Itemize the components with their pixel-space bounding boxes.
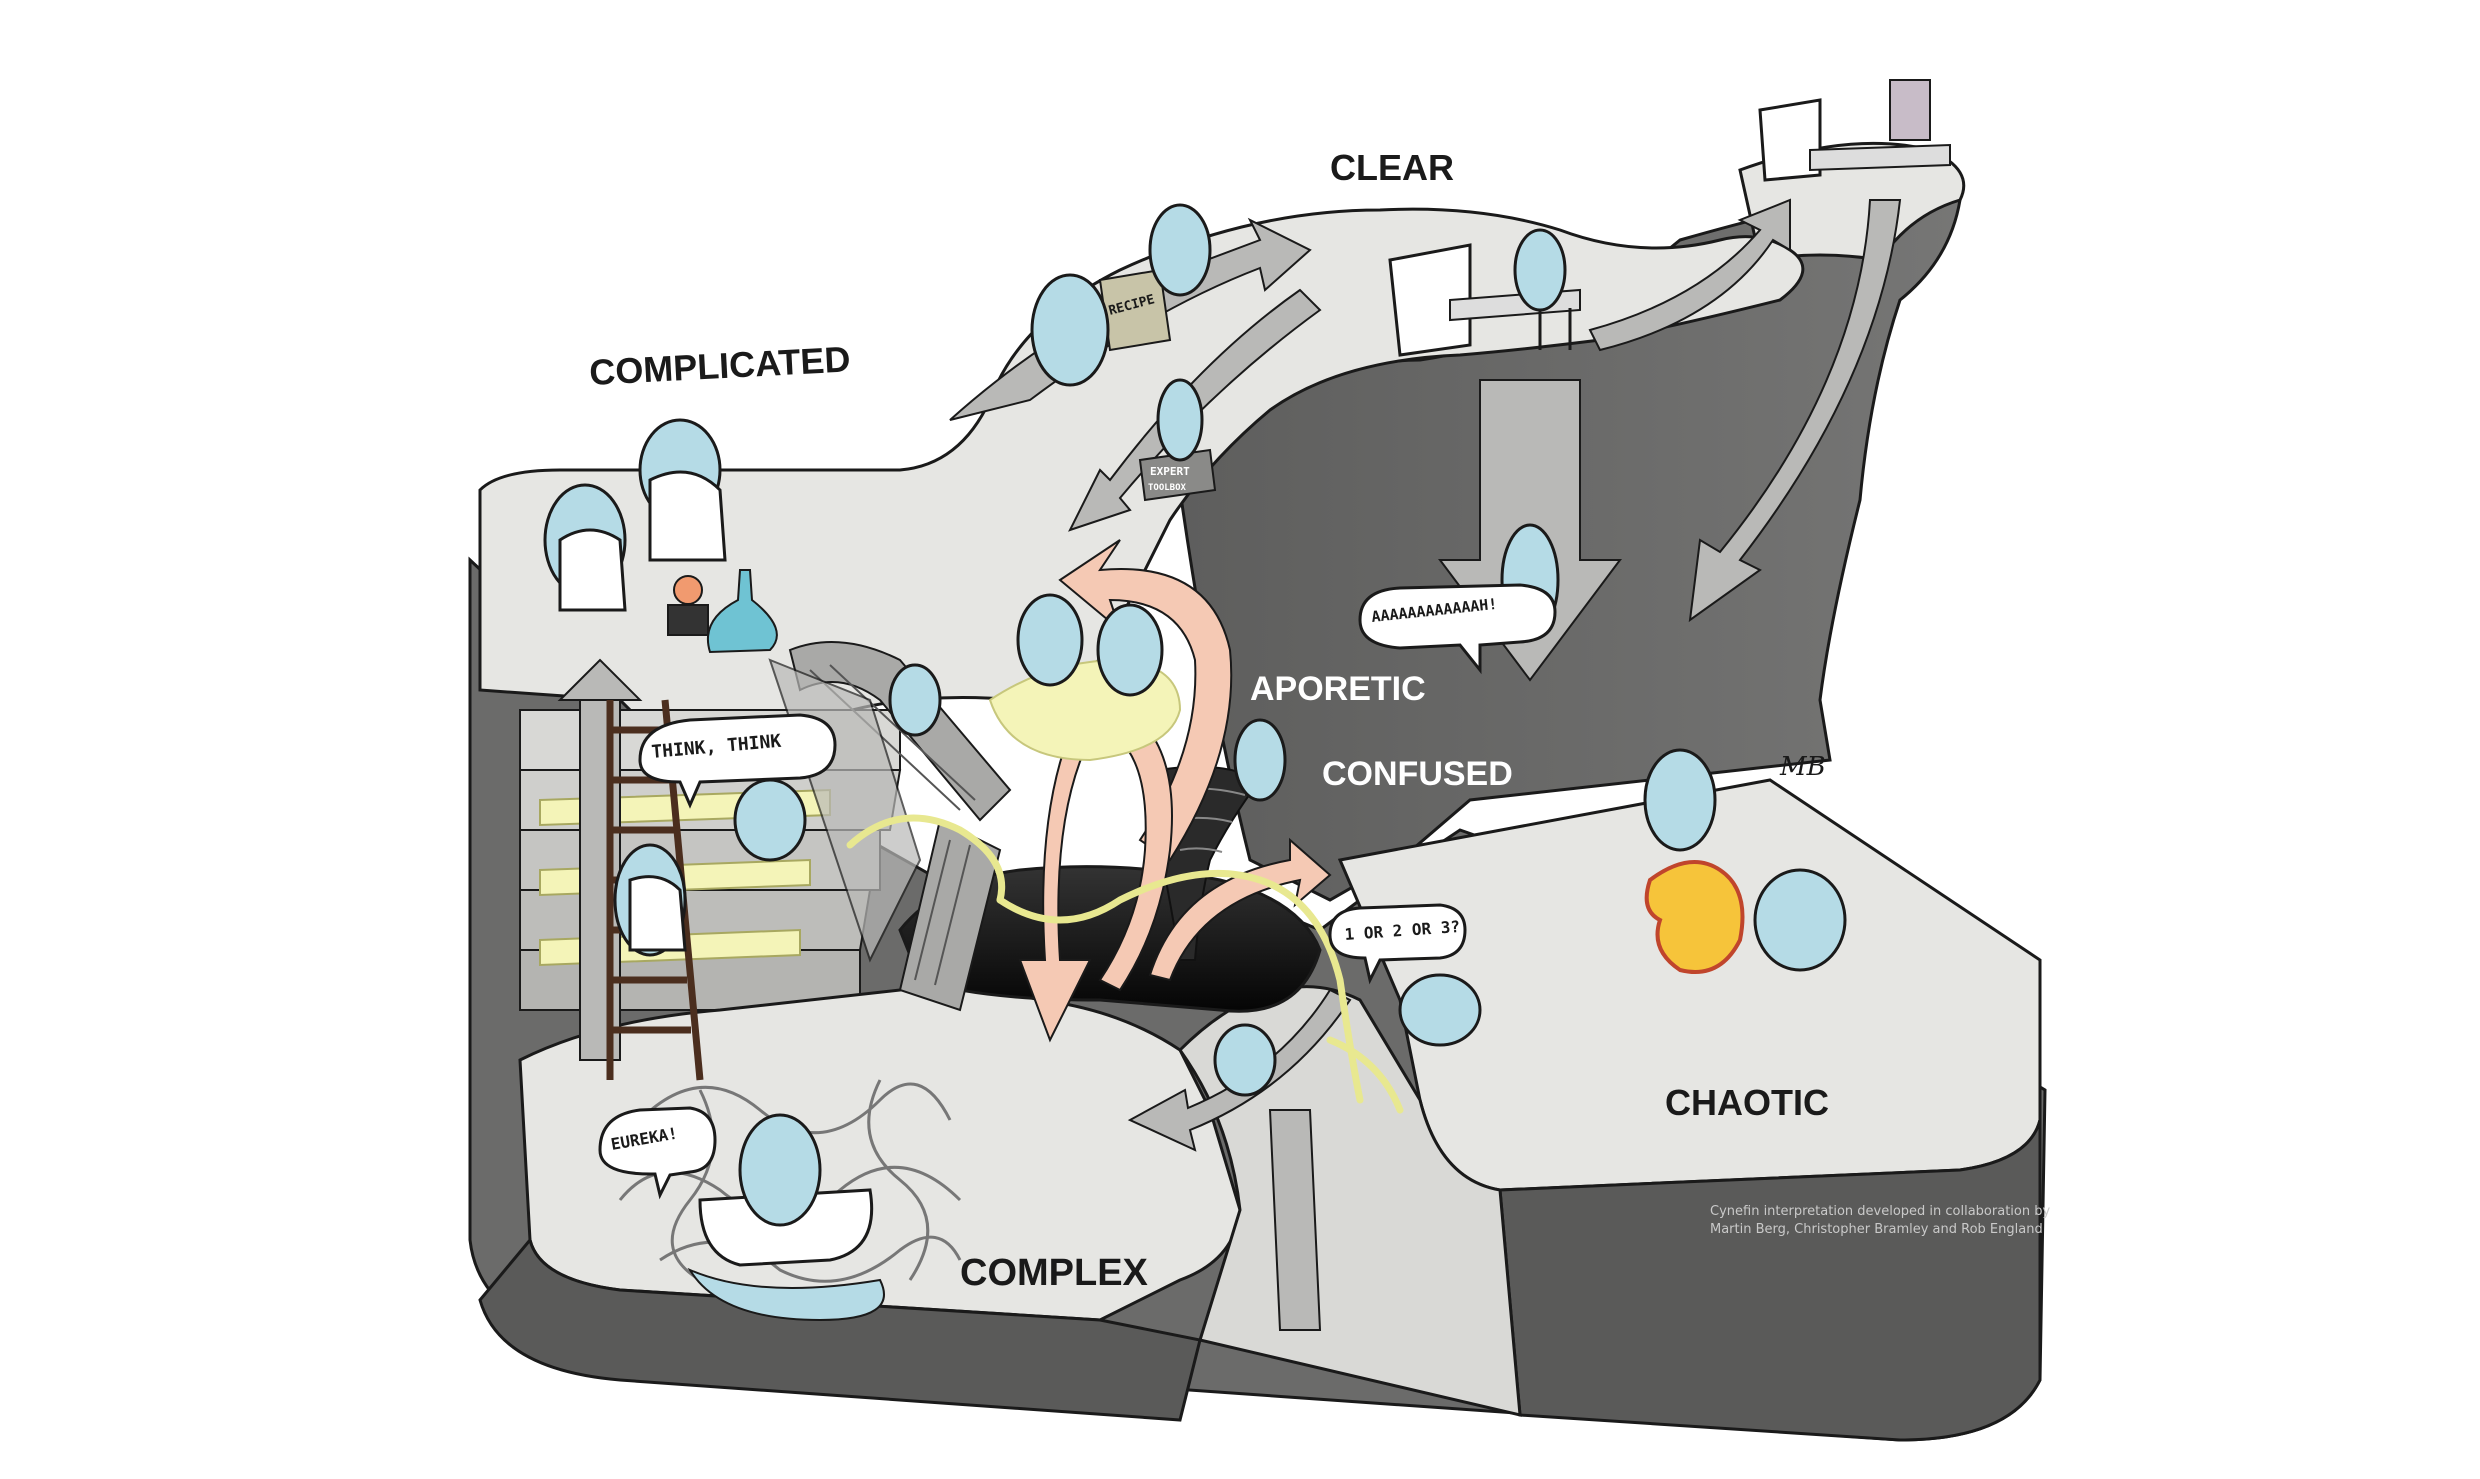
speech-bubbles (598, 583, 1557, 1200)
creature-chef (1030, 273, 1110, 387)
label-chaotic: CHAOTIC (1665, 1082, 1829, 1123)
fire-burst (1644, 860, 1745, 974)
credit-line-2: Martin Berg, Christopher Bramley and Rob… (1710, 1222, 2043, 1237)
chaotic-front-wall (1498, 1119, 2042, 1442)
label-aporetic: APORETIC (1250, 670, 1426, 708)
lab-burner (667, 575, 709, 636)
creature-thinking (733, 778, 807, 862)
expert-label: EXPERT (1150, 465, 1190, 478)
label-confused: CONFUSED (1322, 755, 1513, 793)
artist-signature: MB (1779, 752, 1826, 782)
label-complex: COMPLEX (960, 1252, 1149, 1294)
complex-front-wall (478, 1236, 1202, 1422)
creature-chaotic-1 (1643, 748, 1717, 852)
peach-arrows (1018, 539, 1332, 1043)
label-clear: CLEAR (1330, 147, 1454, 188)
label-complicated: COMPLICATED (588, 338, 851, 393)
creature-valley-2 (1398, 973, 1482, 1047)
toolbox-label: TOOLBOX (1148, 483, 1187, 493)
creature-stairs (888, 663, 942, 737)
creature-tornado (1233, 718, 1287, 802)
yellow-paths (846, 814, 1404, 1114)
bathtub (687, 1188, 885, 1322)
creature-valley-1 (1213, 1023, 1277, 1097)
top-factory-machine (1758, 79, 1951, 182)
creature-aporetic-2 (1096, 603, 1164, 697)
creature-clear-worker (1513, 228, 1567, 312)
creature-toolbox (1156, 378, 1204, 462)
creature-aporetic-1 (1016, 593, 1084, 687)
lab-flask (706, 569, 778, 654)
creatures (543, 203, 1847, 1227)
creature-helper (1148, 203, 1212, 297)
credit-line-1: Cynefin interpretation developed in coll… (1710, 1204, 2050, 1219)
creature-bath (738, 1113, 822, 1227)
lab-coats (558, 470, 727, 952)
creature-chaotic-2 (1753, 868, 1847, 972)
